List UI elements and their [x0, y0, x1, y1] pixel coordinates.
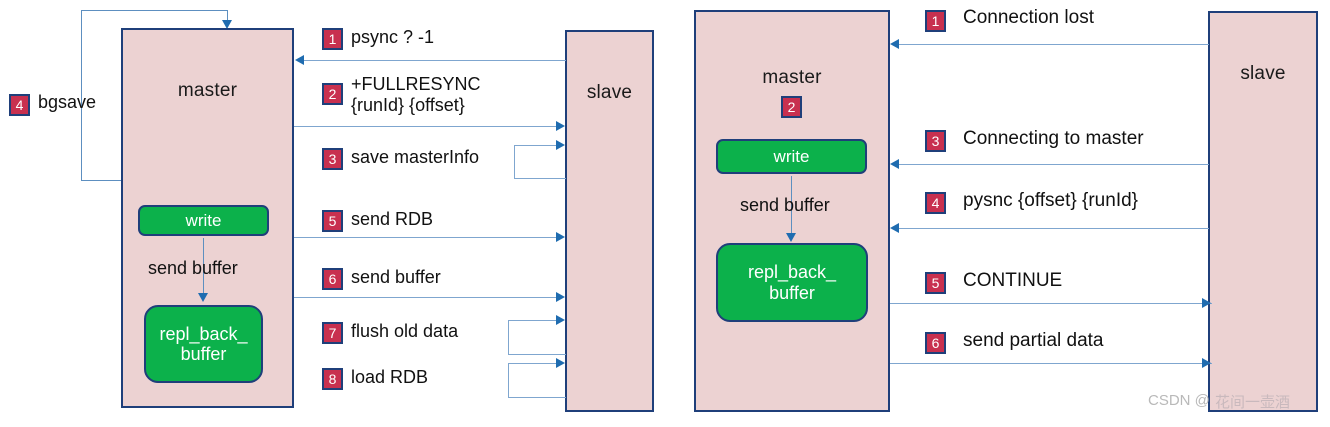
bgsave-loop-segment-down	[227, 10, 228, 24]
left-step-arrowhead-6	[556, 292, 565, 302]
right-step-caption-6: send partial data	[963, 330, 1104, 351]
left-repl-back-buffer-label: repl_back_ buffer	[159, 323, 248, 364]
right-step-line-1	[897, 44, 1209, 45]
watermark-author: 花间一壶酒	[1215, 394, 1291, 411]
left-step-caption-7: flush old data	[351, 321, 459, 341]
right-master-step-badge-2: 2	[781, 96, 802, 118]
right-master-node: master	[694, 10, 890, 412]
left-step-arrowhead-7	[556, 315, 565, 325]
right-repl-back-buffer-label: repl_back_ buffer	[747, 262, 837, 303]
left-step-arrowhead-1	[295, 55, 304, 65]
left-loop7-bottom	[508, 354, 566, 355]
right-repl-back-buffer-process: repl_back_ buffer	[716, 243, 868, 322]
left-loop3-top	[514, 145, 560, 146]
right-send-buffer-label: send buffer	[740, 195, 830, 215]
left-step-caption-2: +FULLRESYNC {runId} {offset}	[351, 74, 481, 116]
left-loop7-left	[508, 320, 509, 355]
left-write-label: write	[185, 210, 222, 230]
left-step-badge-1: 1	[322, 28, 343, 50]
right-master-label: master	[762, 67, 822, 88]
left-step-badge-7: 7	[322, 322, 343, 344]
left-step-arrowhead-8	[556, 358, 565, 368]
right-step-caption-3: Connecting to master	[963, 128, 1144, 149]
left-internal-arrowhead	[198, 293, 208, 302]
right-step-arrowhead-6	[1202, 358, 1211, 368]
left-step-caption-5: send RDB	[351, 209, 434, 229]
right-slave-label: slave	[1240, 63, 1286, 84]
left-loop3-bottom	[514, 178, 566, 179]
left-internal-connector	[203, 238, 204, 297]
left-step-arrowhead-2	[556, 121, 565, 131]
left-loop8-top	[508, 363, 560, 364]
left-send-buffer-label: send buffer	[148, 258, 238, 278]
left-repl-back-buffer-process: repl_back_ buffer	[144, 305, 263, 383]
bgsave-loop-segment-top	[81, 10, 228, 11]
left-loop3-left	[514, 145, 515, 179]
left-step-caption-6: send buffer	[351, 267, 441, 287]
right-internal-arrowhead	[786, 233, 796, 242]
right-slave-node: slave	[1208, 11, 1318, 412]
left-step-arrowhead-5	[556, 232, 565, 242]
left-step-line-6	[294, 297, 560, 298]
right-step-badge-4: 4	[925, 192, 946, 214]
left-step-badge-2: 2	[322, 83, 343, 105]
left-step-line-2	[294, 126, 560, 127]
right-step-line-5	[890, 303, 1212, 304]
left-step-badge-3: 3	[322, 148, 343, 170]
right-step-caption-1: Connection lost	[963, 7, 1094, 28]
left-step-badge-5: 5	[322, 210, 343, 232]
right-step-arrowhead-5	[1202, 298, 1211, 308]
left-loop8-left	[508, 363, 509, 398]
right-write-process: write	[716, 139, 867, 174]
right-step-badge-1: 1	[925, 10, 946, 32]
right-step-badge-5: 5	[925, 272, 946, 294]
watermark-prefix: CSDN @	[1148, 392, 1210, 409]
right-step-caption-5: CONTINUE	[963, 270, 1063, 291]
right-step-arrowhead-1	[890, 39, 899, 49]
left-slave-node: slave	[565, 30, 654, 412]
left-step-badge-6: 6	[322, 268, 343, 290]
left-step-caption-8: load RDB	[351, 367, 429, 387]
right-step-caption-4: pysnc {offset} {runId}	[963, 190, 1139, 211]
bgsave-loop-segment-bottom	[81, 180, 122, 181]
right-internal-connector	[791, 176, 792, 238]
right-step-arrowhead-3	[890, 159, 899, 169]
left-step-caption-1: psync ? -1	[351, 27, 435, 47]
right-step-badge-6: 6	[925, 332, 946, 354]
left-slave-label: slave	[586, 82, 633, 103]
bgsave-loop-arrowhead	[222, 20, 232, 29]
bgsave-loop-segment-left	[81, 10, 82, 181]
left-step-badge-8: 8	[322, 368, 343, 390]
left-step-badge-4: 4	[9, 94, 30, 116]
left-step-caption-3: save masterInfo	[351, 147, 480, 167]
left-write-process: write	[138, 205, 269, 236]
right-step-badge-3: 3	[925, 130, 946, 152]
right-step-line-3	[897, 164, 1209, 165]
left-loop8-bottom	[508, 397, 566, 398]
left-loop7-top	[508, 320, 560, 321]
left-step-line-5	[294, 237, 560, 238]
right-step-line-4	[897, 228, 1209, 229]
left-step-line-1	[302, 60, 566, 61]
left-bgsave-label: bgsave	[38, 92, 97, 112]
left-master-label: master	[177, 80, 238, 101]
left-step-arrowhead-3	[556, 140, 565, 150]
right-step-line-6	[890, 363, 1212, 364]
right-write-label: write	[773, 146, 810, 166]
right-step-arrowhead-4	[890, 223, 899, 233]
